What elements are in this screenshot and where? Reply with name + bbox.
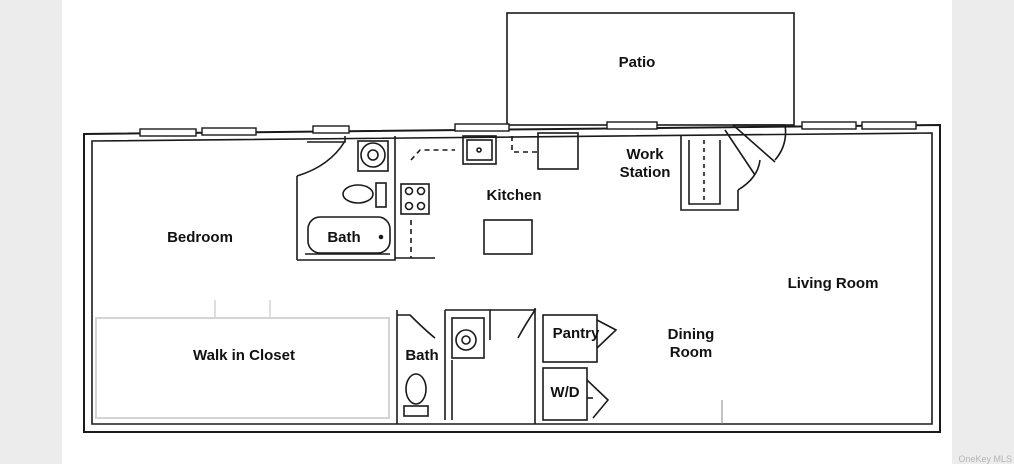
windows	[139, 121, 917, 137]
closet-divider	[214, 300, 271, 317]
lower-bath-label: Bath	[405, 347, 439, 364]
bedroom-label: Bedroom	[167, 229, 233, 246]
living-room-label: Living Room	[787, 275, 879, 292]
work-station-closet	[680, 124, 787, 211]
upper-bath-walls	[296, 136, 396, 261]
work-station-label-2: Station	[619, 164, 671, 181]
kitchen-label: Kitchen	[486, 187, 542, 204]
walk-in-closet-label: Walk in Closet	[193, 347, 295, 364]
work-station-label-1: Work	[626, 146, 664, 163]
mls-watermark: OneKey MLS	[958, 454, 1012, 464]
dining-label-1: Dining	[667, 326, 715, 343]
kitchen-fixtures	[395, 132, 579, 259]
lower-bath-walls	[396, 308, 537, 424]
upper-bath-label: Bath	[327, 229, 361, 246]
dining-label-2: Room	[669, 344, 713, 361]
walk-in-closet-outline	[95, 317, 390, 419]
right-margin	[952, 0, 1014, 464]
pantry-wd-closets	[542, 314, 723, 424]
patio-label: Patio	[618, 54, 656, 71]
left-margin	[0, 0, 62, 464]
wd-label: W/D	[550, 384, 580, 401]
pantry-label: Pantry	[552, 325, 600, 342]
